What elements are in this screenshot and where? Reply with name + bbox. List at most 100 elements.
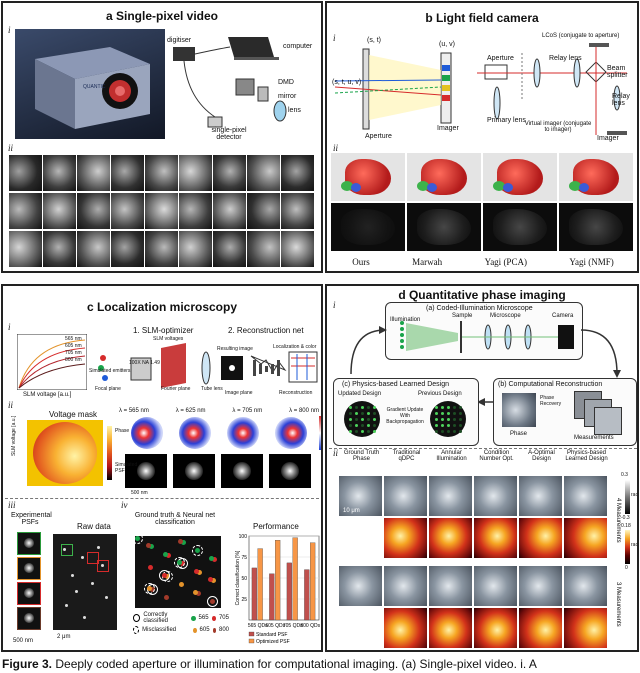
label-computer: computer [283, 43, 313, 50]
phase-image [502, 393, 536, 427]
legend-swatch [248, 638, 255, 644]
led [453, 412, 456, 415]
video-frame [111, 155, 144, 191]
panel-b-sub-ii: ii [333, 143, 339, 153]
led [459, 430, 462, 433]
panel-d-sub-ii: ii [333, 448, 339, 458]
label-slm-voltage-axis: SLM voltage [a.u.] [11, 415, 17, 456]
divider-d [329, 448, 637, 449]
exp-psf-spot [24, 563, 34, 573]
exp-psf [17, 532, 41, 555]
panel-d-sub-i: i [333, 300, 336, 310]
class-dot [211, 578, 216, 583]
led [459, 424, 462, 427]
led [441, 412, 444, 415]
label-705nm: 705 nm [65, 350, 82, 356]
label-stuv: (s, t, u, v) [332, 79, 362, 86]
led [447, 406, 450, 409]
class-dot [181, 540, 186, 545]
label-focal-plane: Focal plane [95, 386, 121, 392]
dragon-green [493, 181, 505, 191]
class-dot [208, 577, 213, 582]
label-reconstruction: Reconstruction [279, 390, 313, 396]
label-sim-emitters: Simulated emitters [89, 368, 131, 374]
raw-spot [75, 590, 78, 593]
dragon-green [417, 181, 429, 191]
camera-box-icon [35, 47, 150, 129]
exp-psf-spot [24, 538, 34, 548]
roi-green [61, 544, 73, 556]
video-frame [213, 193, 246, 229]
updated-design-led [344, 401, 380, 437]
class-dot [149, 544, 154, 549]
class-ring [132, 533, 143, 544]
error-map [339, 518, 382, 558]
dot-565-icon [191, 615, 196, 621]
box-coded-illumination: (a) Coded-Illumination Microscope Illumi… [385, 302, 583, 360]
class-ring [144, 583, 155, 594]
panel-a-title: a Single-pixel video [105, 9, 219, 23]
method-yagi-pca: Yagi (PCA) [484, 257, 527, 267]
led [459, 406, 462, 409]
method-labels: Ours Marwah Yagi (PCA) Yagi (NMF) [331, 257, 635, 267]
label-relay-lens-2: Relay lens [612, 93, 630, 107]
cbar2-max: 0.18 [621, 523, 631, 529]
led [373, 424, 376, 427]
bar [251, 567, 257, 621]
cbar2-unit: rad [631, 542, 639, 548]
caption-text: Deeply coded aperture or illumination fo… [52, 657, 537, 671]
phase-disc [131, 417, 163, 449]
led [367, 412, 370, 415]
phase-map [339, 476, 382, 516]
method-yagi-nmf: Yagi (NMF) [569, 257, 614, 267]
dragon-cell [559, 203, 633, 251]
qpi-results-grid [339, 476, 609, 648]
x-tick-label: 605 QDs [265, 623, 285, 629]
led [355, 406, 358, 409]
video-frame [43, 193, 76, 229]
cbar1-unit: rad [631, 492, 639, 498]
legend-swatch [248, 631, 255, 637]
box-c-title: (c) Physics-based Learned Design [342, 381, 449, 388]
box-learned-design: (c) Physics-based Learned Design Updated… [333, 378, 479, 446]
class-dot [148, 565, 153, 570]
panel-c-sub-ii: ii [8, 400, 14, 410]
bar [292, 537, 298, 621]
raw-spot [81, 556, 84, 559]
led [441, 430, 444, 433]
measurements-stack [574, 391, 628, 435]
video-frame [247, 193, 280, 229]
video-frame [281, 155, 314, 191]
phase-mask [173, 416, 215, 450]
voltage-mask-image [27, 420, 103, 486]
led [349, 418, 352, 421]
voltage-colorbar [107, 426, 112, 480]
y-tick-label: 25 [241, 597, 247, 603]
optical-pipeline [98, 343, 318, 388]
label-800nm: 800 nm [65, 357, 82, 363]
panel-a-sub-i: i [8, 25, 11, 35]
panel-b-sub-i: i [333, 33, 336, 43]
led [447, 430, 450, 433]
video-frame [179, 193, 212, 229]
y-axis-label: Correct classification [%] [235, 550, 241, 605]
x-tick-label: 800 QDs [300, 623, 320, 629]
row-label-4m: 4 Measurements [615, 497, 621, 543]
exp-psf [17, 582, 41, 605]
exp-psf [17, 557, 41, 580]
col-condition: Condition Number Opt. [479, 450, 514, 462]
col-ground-truth: Ground Truth Phase [343, 450, 380, 462]
panel-a-sub-ii: ii [8, 143, 14, 153]
microscope-schematic [400, 321, 574, 353]
col-qdpc: Traditional qDPC [392, 450, 421, 462]
led [355, 430, 358, 433]
video-frame [179, 231, 212, 267]
led [355, 412, 358, 415]
legend-correct: Correctly classified [143, 612, 169, 624]
bar [269, 573, 275, 621]
raw-spot [83, 616, 86, 619]
qpi-column-headers: Ground Truth Phase Traditional qDPC Annu… [339, 450, 609, 476]
circle-dashed-icon [133, 626, 140, 634]
class-dot [164, 595, 169, 600]
error-map [564, 518, 607, 558]
